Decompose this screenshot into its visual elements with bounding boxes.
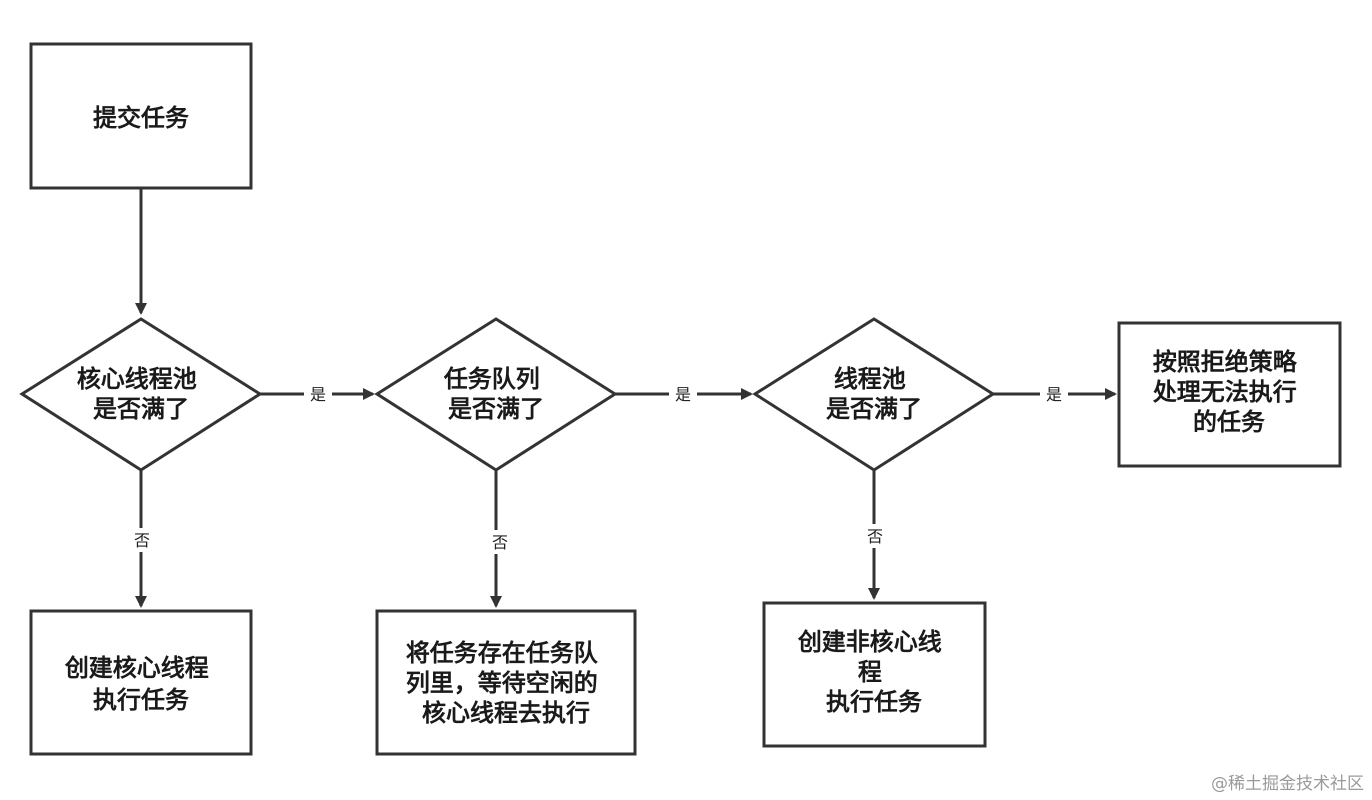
node-reject-policy-line-1: 按照拒绝策略 (1153, 348, 1298, 376)
svg-text:按照拒绝策略 处理无法执行: 按照拒绝策略 处理无法执行 的任务 (1152, 348, 1305, 436)
watermark: @稀土掘金技术社区 (1211, 774, 1364, 794)
node-enqueue-task: 将任务存在任务队 列里，等待空闲的 核心线程去执行 (375, 609, 637, 756)
node-create-noncore-thread-line-3: 执行任务 (826, 688, 923, 716)
decision-queue-full: 任务队列 是否满了 (374, 317, 618, 472)
edge-label-yes-1: 是 (310, 385, 326, 404)
decision-pool-full: 线程池 是否满了 (752, 317, 996, 472)
svg-text:任务队列 是否满了: 任务队列 是否满了 (443, 365, 548, 423)
svg-text:创建核心线程 执行任务: 创建核心线程 执行任务 (64, 654, 217, 714)
node-enqueue-task-line-2: 列里，等待空闲的 (406, 669, 598, 697)
node-create-noncore-thread-line-1: 创建非核心线 (797, 628, 942, 656)
svg-text:线程池 是否满了: 线程池 是否满了 (826, 365, 922, 423)
node-create-core-thread: 创建核心线程 执行任务 (29, 609, 253, 756)
edge-label-no-1: 否 (134, 531, 150, 550)
decision-core-pool-full-line-1: 核心线程池 (77, 365, 197, 393)
edge-labels: 是 是 是 否 否 否 (128, 383, 1068, 554)
decision-core-pool-full-line-2: 是否满了 (93, 395, 189, 423)
decision-pool-full-line-2: 是否满了 (826, 395, 922, 423)
node-create-core-thread-line-2: 执行任务 (93, 686, 190, 714)
node-submit-task-line-1: 提交任务 (93, 104, 190, 132)
decision-pool-full-line-1: 线程池 (834, 365, 906, 393)
edge-label-no-3: 否 (867, 527, 883, 546)
edge-label-no-2: 否 (492, 533, 508, 552)
edge-label-yes-3: 是 (1046, 385, 1062, 404)
edge-label-yes-2: 是 (675, 385, 691, 404)
decision-queue-full-line-2: 是否满了 (448, 395, 544, 423)
node-submit-task: 提交任务 (29, 42, 253, 190)
node-create-core-thread-line-1: 创建核心线程 (64, 654, 209, 682)
svg-text:创建非核心线 程 执行任务: 创建非核心线 程 执行任务 (797, 628, 950, 716)
node-create-noncore-thread: 创建非核心线 程 执行任务 (762, 601, 987, 748)
decision-core-pool-full: 核心线程池 是否满了 (19, 317, 263, 472)
nodes: 提交任务 核心线程池 是否满了 任务队列 是否满了 线程池 是否满了 (19, 42, 1342, 756)
svg-text:提交任务: 提交任务 (93, 104, 190, 132)
decision-queue-full-line-1: 任务队列 (443, 365, 540, 393)
node-reject-policy: 按照拒绝策略 处理无法执行 的任务 (1117, 321, 1342, 468)
node-create-noncore-thread-line-2: 程 (858, 658, 882, 686)
node-enqueue-task-line-1: 将任务存在任务队 (406, 639, 599, 667)
node-reject-policy-line-2: 处理无法执行 (1152, 378, 1297, 406)
node-reject-policy-line-3: 的任务 (1193, 408, 1266, 436)
node-enqueue-task-line-3: 核心线程去执行 (422, 699, 590, 727)
svg-text:将任务存在任务队 列里，等待空闲的: 将任务存在任务队 列里，等待空闲的 核心线程去执行 (406, 639, 606, 727)
svg-text:核心线程池 是否满了: 核心线程池 是否满了 (77, 365, 205, 423)
